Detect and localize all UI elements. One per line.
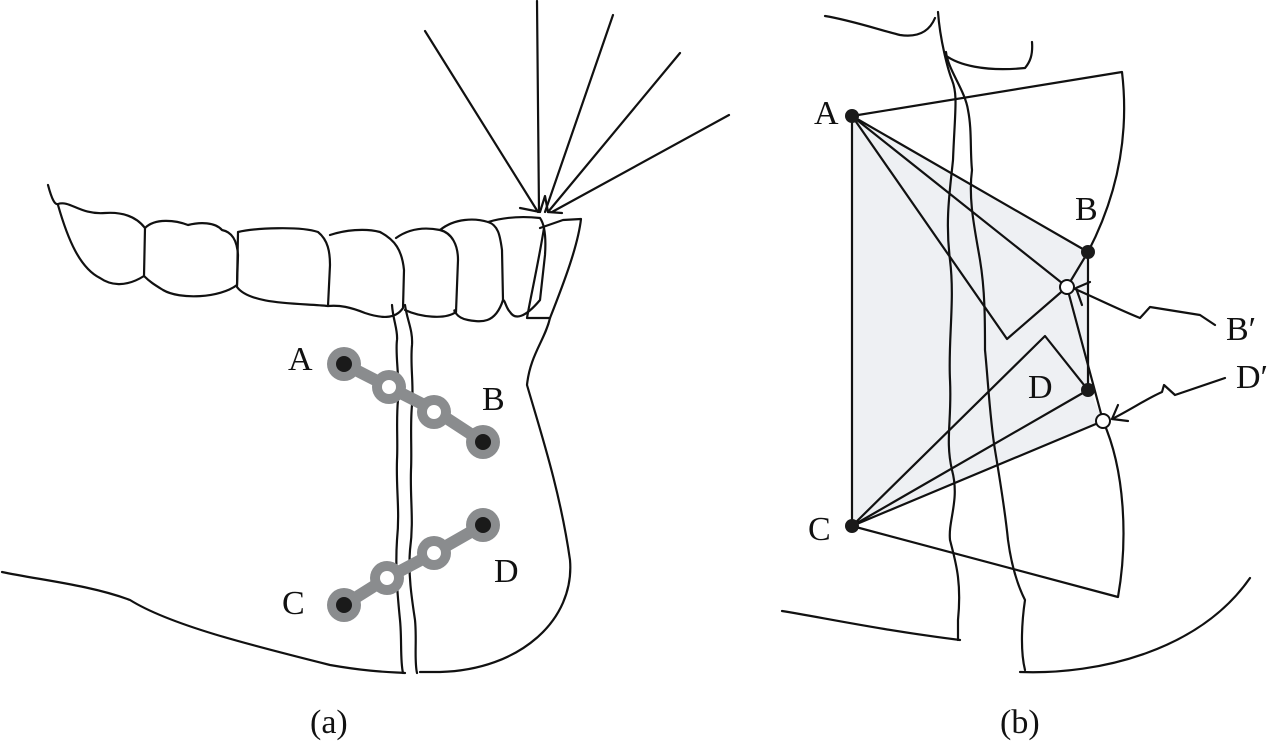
label-a-panel-a: A: [288, 341, 313, 378]
shaded-region: [852, 116, 1103, 526]
label-dprime: D′: [1236, 359, 1268, 396]
line-a-bprime: [850, 114, 1069, 289]
segment-outline-upper: [850, 70, 1126, 254]
point-dprime-icon: [1095, 413, 1111, 429]
force-arrow-1: [423, 29, 540, 214]
point-b-icon: [1081, 245, 1095, 259]
caption-a: (a): [310, 704, 348, 741]
force-arrow-4: [546, 51, 682, 214]
force-arrow-3: [543, 13, 615, 214]
label-d-panel-a: D: [494, 553, 519, 590]
fracture-line-left: [390, 303, 405, 675]
label-b-panel-a: B: [482, 381, 505, 418]
upper-contour-2: [943, 40, 1034, 71]
line-c-d: [850, 388, 1090, 528]
force-arrow-5: [550, 113, 731, 214]
caption-b: (b): [1000, 704, 1040, 741]
empty-hole-icon: [382, 380, 396, 394]
screw-c-icon: [336, 597, 352, 613]
fracture-line-right: [403, 303, 419, 675]
tooth-5: [394, 227, 460, 318]
point-bprime-icon: [1059, 279, 1075, 295]
tooth-8: [525, 217, 583, 320]
label-a-panel-b: A: [814, 95, 839, 132]
fracture-line-b-right: [944, 50, 1027, 672]
arrowhead-icon: [518, 194, 564, 215]
lower-contour-2: [1018, 576, 1252, 674]
miniplate-upper: [327, 347, 500, 459]
label-b-panel-b: B: [1075, 191, 1098, 228]
panel-a: A B C D (a): [0, 0, 731, 741]
label-bprime: B′: [1226, 311, 1256, 348]
force-arrows: [423, 0, 731, 215]
label-c-panel-b: C: [808, 511, 831, 548]
label-d-panel-b: D: [1028, 369, 1053, 406]
line-c-dprime: [850, 419, 1105, 528]
fracture-zigzag-upper: [850, 114, 1105, 423]
screw-a-icon: [336, 356, 352, 372]
upper-contour-1: [823, 14, 937, 37]
point-d-icon: [1081, 383, 1095, 397]
label-c-panel-a: C: [282, 585, 305, 622]
dprime-pointer: [1110, 376, 1227, 421]
segment-outline-lower: [850, 419, 1125, 599]
tooth-4: [326, 228, 406, 318]
panel-b: A B C D B′ D′ (b): [780, 10, 1268, 741]
fracture-line-b-left: [936, 10, 961, 642]
empty-hole-icon: [380, 571, 394, 585]
mandible-inferior-outline: [0, 570, 407, 675]
tooth-1: [46, 183, 147, 286]
fracture-zigzag-lower: [850, 334, 1090, 528]
force-arrow-2: [535, 0, 541, 214]
tooth-6: [438, 218, 505, 323]
arrowhead-icon: [1074, 280, 1092, 307]
tooth-3: [235, 227, 332, 308]
mandible-anterior-outline: [418, 316, 572, 674]
bprime-pointer: [1073, 287, 1217, 327]
empty-hole-icon: [427, 405, 441, 419]
point-c-icon: [845, 519, 859, 533]
tooth-7: [486, 215, 547, 318]
teeth-row: [46, 183, 583, 323]
lower-contour-1: [780, 609, 962, 642]
tooth-2: [142, 219, 240, 298]
arrowhead-icon: [1110, 403, 1130, 423]
point-a-icon: [845, 109, 859, 123]
screw-b-icon: [475, 434, 491, 450]
screw-d-icon: [475, 517, 491, 533]
miniplate-lower: [327, 508, 500, 622]
empty-hole-icon: [427, 546, 441, 560]
